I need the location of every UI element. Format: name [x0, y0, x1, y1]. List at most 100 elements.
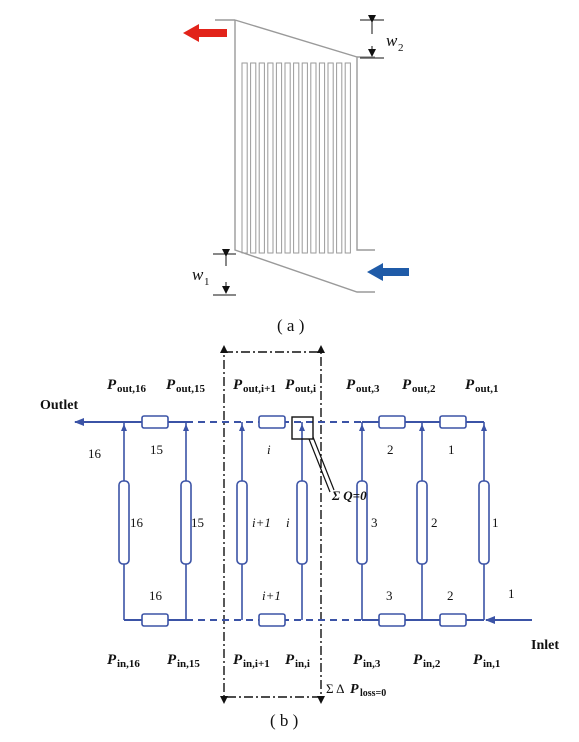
p-out-label-sub: out,i+1: [243, 383, 276, 395]
microchannel: [301, 62, 308, 254]
header-resistor-top: [141, 415, 169, 429]
w1-dimension: w 1: [192, 249, 236, 296]
header-resistor-bottom: [141, 613, 169, 627]
microchannel: [336, 62, 343, 254]
microchannel: [258, 62, 265, 254]
header-resistor-top: [439, 415, 467, 429]
p-in-label-main: P: [167, 652, 177, 668]
bottom-resistor-label: i+1: [262, 588, 281, 603]
outlet-label: Outlet: [40, 398, 78, 413]
flow-arrowhead: [121, 424, 127, 431]
top-resistor-label: i: [267, 442, 271, 457]
header-resistor-bottom: [439, 613, 467, 627]
manifold-drawing: [215, 19, 375, 293]
channel-label: 2: [431, 515, 438, 530]
w1-subscript: 1: [204, 276, 210, 288]
microchannel: [267, 62, 274, 254]
channel-label: 15: [191, 515, 204, 530]
hot-outlet-arrow-icon: [183, 24, 227, 42]
bottom-resistor-label: 2: [447, 588, 454, 603]
channel-label: 1: [492, 515, 499, 530]
resistor-labels: 15 i 2 1 16 i+1 3 2: [149, 442, 455, 603]
channel-label: i: [286, 515, 290, 530]
p-out-label-main: P: [166, 377, 176, 393]
top-resistor-label: 15: [150, 442, 163, 457]
channel-resistor: [478, 480, 490, 565]
header-resistor-bottom: [258, 613, 286, 627]
p-in-label-main: P: [285, 652, 295, 668]
channel-resistor: [296, 480, 308, 565]
p-in-label-main: P: [353, 652, 363, 668]
p-out-label-sub: out,3: [356, 383, 380, 395]
top-resistor-label: 2: [387, 442, 394, 457]
p-out-label-sub: out,i: [295, 383, 316, 395]
header-resistor-top: [378, 415, 406, 429]
channel-resistor: [118, 480, 130, 565]
p-out-label-main: P: [107, 377, 117, 393]
p-in-label-main: P: [413, 652, 423, 668]
p-in-label-sub: in,15: [177, 658, 200, 670]
p-out-label-main: P: [402, 377, 412, 393]
caption-a: ( a ): [277, 316, 304, 335]
network-diagram: 16 15 i+1 i 3 2 1: [74, 345, 532, 704]
network-elements: 16 15 i+1 i 3 2 1: [118, 415, 499, 627]
microchannel-array: [241, 62, 351, 254]
microchannel: [327, 62, 334, 254]
sum-delta-prefix: Σ Δ: [326, 681, 344, 696]
flow-arrowhead: [183, 424, 189, 431]
microchannel: [250, 62, 257, 254]
p-in-label-sub: in,3: [363, 658, 381, 670]
p-in-label-sub: in,2: [423, 658, 441, 670]
w2-symbol: w: [386, 31, 398, 50]
channel-label: 16: [130, 515, 144, 530]
p-in-label-main: P: [473, 652, 483, 668]
p-in-label-main: P: [233, 652, 243, 668]
header-resistor-top: [258, 415, 286, 429]
header-resistor-bottom: [378, 613, 406, 627]
p-out-label-sub: out,15: [176, 383, 206, 395]
microchannel: [241, 62, 248, 254]
w1-symbol: w: [192, 265, 204, 284]
cold-inlet-arrow-icon: [367, 263, 409, 281]
inlet-label: Inlet: [531, 638, 559, 653]
channel-label: 3: [371, 515, 378, 530]
channel-resistor: [416, 480, 428, 565]
p-in-label-sub: in,1: [483, 658, 500, 670]
junction-control-box: [291, 416, 314, 440]
p-out-label-main: P: [465, 377, 475, 393]
sum-p-main: P: [350, 682, 359, 697]
p-in-label-sub: in,i: [295, 658, 310, 670]
w2-dimension: w 2: [360, 15, 404, 59]
top-resistor-label: 1: [448, 442, 455, 457]
caption-b: ( b ): [270, 711, 298, 730]
flow-arrowhead: [299, 424, 305, 431]
outlet-segment-label: 16: [88, 446, 102, 461]
p-out-label-main: P: [233, 377, 243, 393]
flow-arrowhead: [481, 424, 487, 431]
p-out-label-sub: out,1: [475, 383, 499, 395]
p-out-label-sub: out,16: [117, 383, 147, 395]
manifold-top-lip: [215, 19, 375, 58]
microchannel: [293, 62, 300, 254]
pressure-loss-label: Σ Δ P loss=0: [326, 681, 386, 699]
microchannel: [310, 62, 317, 254]
sum-p-sub: loss=0: [360, 688, 386, 699]
microchannel: [318, 62, 326, 254]
flow-arrowhead: [359, 424, 365, 431]
bottom-resistor-label: 16: [149, 588, 163, 603]
channel-resistor: [356, 480, 368, 565]
